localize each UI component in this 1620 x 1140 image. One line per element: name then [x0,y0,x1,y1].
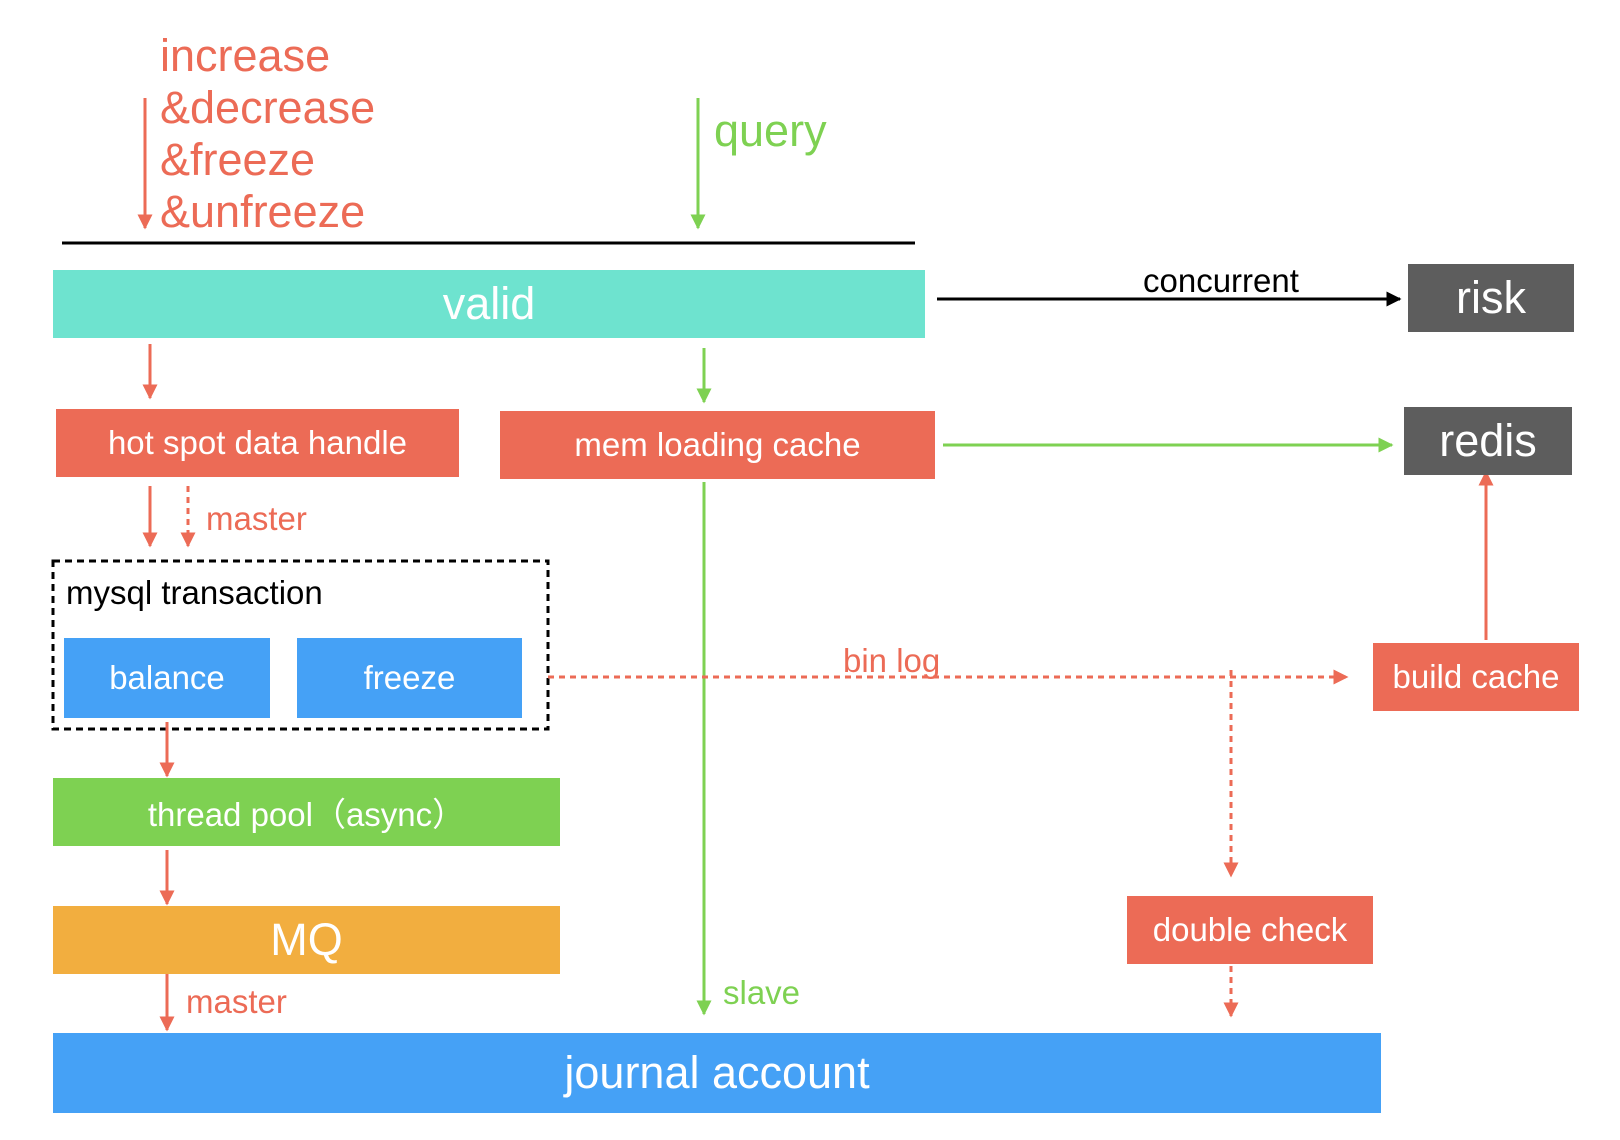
freeze-box: freeze [297,638,522,718]
mysql-transaction-frame [51,559,550,731]
write-op-unfreeze: &unfreeze [160,186,366,237]
valid-box: valid [53,270,925,338]
query-label: query [714,105,827,156]
write-op-freeze: &freeze [160,134,316,185]
build-cache-box: build cache [1373,643,1579,711]
write-op-decrease: &decrease [160,82,376,133]
slave-label: slave [723,974,801,1011]
journal-account-box: journal account [53,1033,1381,1113]
balance-box: balance [64,638,270,718]
double-check-box: double check [1127,896,1373,964]
master-label-top: master [206,500,307,537]
mysql-transaction-label: mysql transaction [66,574,323,611]
thread-pool-box: thread pool（async） [53,778,560,846]
mem-loading-cache-box: mem loading cache [500,411,935,479]
bin-log-label: bin log [843,642,941,679]
risk-box: risk [1408,264,1574,332]
master-label-bottom: master [186,983,287,1020]
hot-spot-data-handle-box: hot spot data handle [56,409,459,477]
write-op-increase: increase [160,30,331,81]
concurrent-label: concurrent [1143,262,1299,299]
redis-box: redis [1404,407,1572,475]
mq-box: MQ [53,906,560,974]
write-ops-label: increase &decrease &freeze &unfreeze [160,30,375,238]
